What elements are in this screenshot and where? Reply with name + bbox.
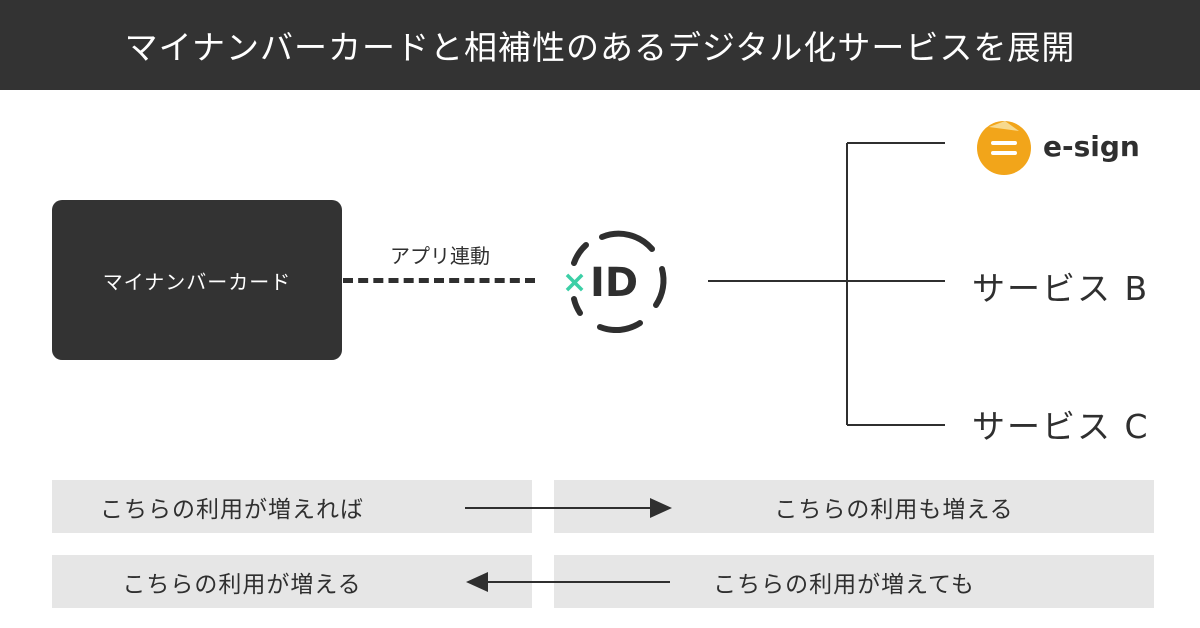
ring-segment (571, 296, 583, 316)
relation-text: こちらの利用が増える (122, 571, 362, 598)
relation-text: こちらの利用が増えても (713, 571, 975, 598)
mynumber-card-box: マイナンバーカード (52, 200, 342, 360)
xid-prefix-icon: × (562, 265, 587, 300)
ring-segment (653, 266, 667, 308)
header-bar: マイナンバーカードと相補性のあるデジタル化サービスを展開 (0, 0, 1200, 90)
relation-text: こちらの利用も増える (774, 496, 1014, 523)
dotted-connector (343, 278, 535, 283)
ring-segment (599, 230, 655, 252)
app-link-label: アプリ連動 (390, 244, 490, 268)
esign-logo: e-sign (975, 116, 1145, 176)
ring-segment (597, 320, 643, 333)
xid-logo: × ID (562, 230, 667, 333)
relation-box-right-1: こちらの利用も増える (554, 480, 1154, 533)
service-b-label: サービス B (972, 269, 1150, 308)
page-title: マイナンバーカードと相補性のあるデジタル化サービスを展開 (124, 28, 1076, 67)
relation-box-left-2: こちらの利用が増える (52, 555, 532, 608)
xid-text: ID (590, 260, 638, 306)
mynumber-card-label: マイナンバーカード (102, 269, 292, 294)
service-c-label: サービス C (972, 407, 1150, 446)
ring-segment (571, 242, 589, 266)
relation-box-left-1: こちらの利用が増えれば (52, 480, 532, 533)
esign-name: e-sign (1043, 129, 1140, 163)
esign-icon (977, 121, 1031, 175)
relation-text: こちらの利用が増えれば (100, 496, 364, 523)
relation-box-right-2: こちらの利用が増えても (554, 555, 1154, 608)
